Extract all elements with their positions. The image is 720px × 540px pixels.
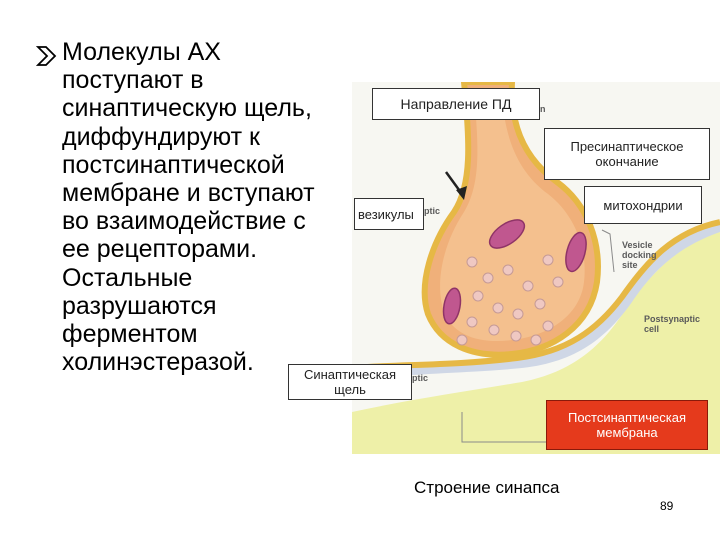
partial-figure-text: n: [540, 104, 546, 114]
label-mitochondria: митохондрии: [584, 186, 702, 224]
mitochondrion-1: [488, 219, 526, 249]
bullet-line: диффундируют к: [62, 122, 260, 151]
mitochondrion-3: [442, 287, 462, 325]
mitochondrion-2: [565, 231, 587, 273]
figure-text-line: Postsynaptic: [644, 314, 701, 324]
partial-figure-text: ptic: [412, 373, 429, 383]
bullet-line: Остальные: [62, 263, 193, 292]
bullet-line: постсинаптической: [62, 150, 285, 179]
synaptic-vesicles: [456, 254, 564, 346]
label-presynaptic-terminal: Пресинаптическое окончание: [544, 128, 710, 180]
bullet-line: синаптическую щель,: [62, 94, 312, 123]
label-synaptic-cleft: Синаптическая щель: [288, 364, 412, 400]
page-number: 89: [660, 499, 674, 513]
bullet-line: во взаимодействие с: [62, 207, 306, 236]
bullet-line: поступают в: [62, 66, 204, 95]
terminal-interior: [440, 92, 585, 342]
bullet-arrow-icon: [36, 46, 57, 66]
figure-caption: Строение синапса: [414, 478, 560, 497]
bullet-text: Молекулы АХ поступают в синаптическую ще…: [62, 38, 362, 376]
bullet-line: ее рецепторами.: [62, 235, 258, 264]
label-postsynaptic-membrane: Постсинаптическая мембрана: [546, 400, 708, 450]
figure-text-line: docking: [622, 250, 657, 260]
partial-figure-text: ptic: [424, 206, 441, 216]
postsynaptic-cell-text: Postsynaptic cell: [644, 314, 700, 334]
label-vesicles: везикулы: [354, 198, 424, 230]
bullet-line: мембране и вступают: [62, 179, 315, 208]
postsynaptic-membrane: [352, 219, 720, 371]
figure-text-line: Vesicle: [622, 240, 653, 250]
bullet-line: Молекулы АХ: [62, 38, 221, 66]
bullet-line: ферментом: [62, 320, 198, 349]
figure-text-line: cell: [644, 324, 660, 334]
bullet-line: разрушаются: [62, 291, 217, 320]
label-direction: Направление ПД: [372, 88, 540, 120]
figure-text-line: site: [622, 260, 638, 270]
vesicle-docking-text: Vesicle docking site: [622, 240, 657, 270]
bullet-line: холинэстеразой.: [62, 348, 254, 377]
postsynaptic-cell: [352, 232, 720, 454]
